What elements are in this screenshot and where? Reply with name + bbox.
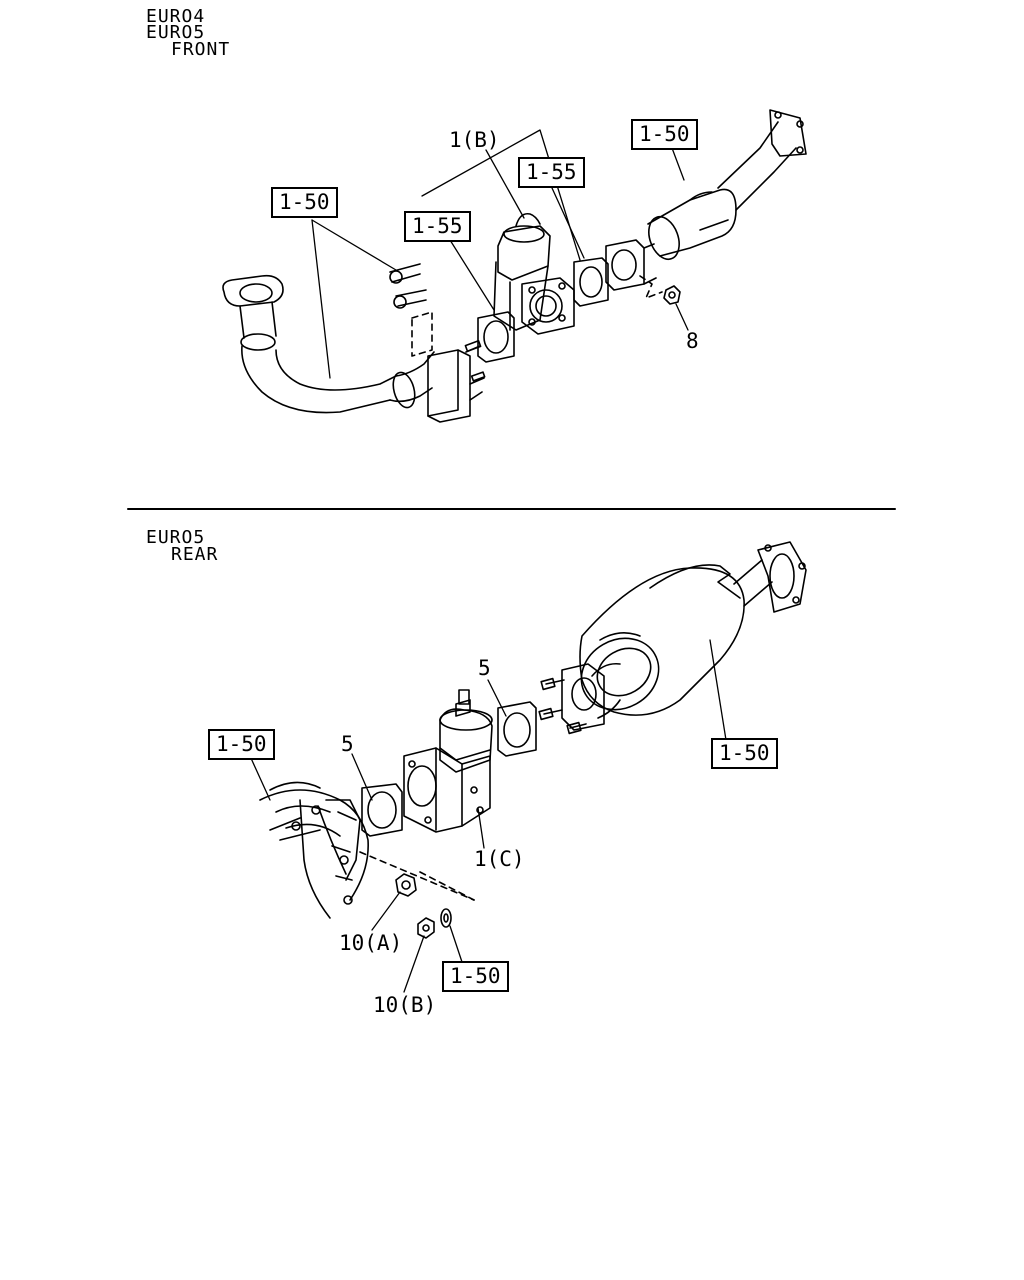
label-part-1b: 1(B)	[449, 128, 500, 152]
rear-silencer-drawing	[539, 542, 806, 733]
ref-1-50-rear-left: 1-50	[208, 729, 275, 760]
rear-gasket-left	[362, 784, 402, 836]
front-gasket-right	[574, 258, 608, 306]
rear-gasket-right	[498, 702, 536, 756]
rear-heading-line2: REAR	[171, 544, 219, 565]
label-part-10b: 10(B)	[373, 993, 437, 1017]
label-part-5-left: 5	[341, 732, 354, 756]
ref-1-50-rear-bottom: 1-50	[442, 961, 509, 992]
rear-heading-line1: EURO5	[146, 527, 206, 548]
label-part-1c: 1(C)	[474, 847, 525, 871]
front-heading-line2: EURO5	[146, 22, 206, 43]
ref-1-55-front-left: 1-55	[404, 211, 471, 242]
front-heading-line1: EURO4	[146, 6, 206, 27]
rear-leader-lines	[250, 640, 726, 992]
label-part-10a: 10(A)	[339, 931, 403, 955]
front-leader-lines	[312, 130, 688, 378]
front-gasket-left	[478, 312, 514, 362]
exhaust-brake-valve-rear	[404, 690, 492, 832]
exhaust-brake-valve-front	[494, 214, 574, 334]
rear-fasteners	[396, 874, 451, 938]
front-catalyst-pipe	[606, 110, 806, 304]
label-part-5-right: 5	[478, 656, 491, 680]
ref-1-50-front-right: 1-50	[631, 119, 698, 150]
front-pipe-drawing	[223, 264, 485, 422]
ref-1-55-front-right: 1-55	[518, 157, 585, 188]
rear-manifold-drawing	[260, 782, 474, 918]
ref-1-50-front-left: 1-50	[271, 187, 338, 218]
front-heading-line3: FRONT	[171, 39, 231, 60]
label-part-8: 8	[686, 329, 699, 353]
ref-1-50-rear-right: 1-50	[711, 738, 778, 769]
